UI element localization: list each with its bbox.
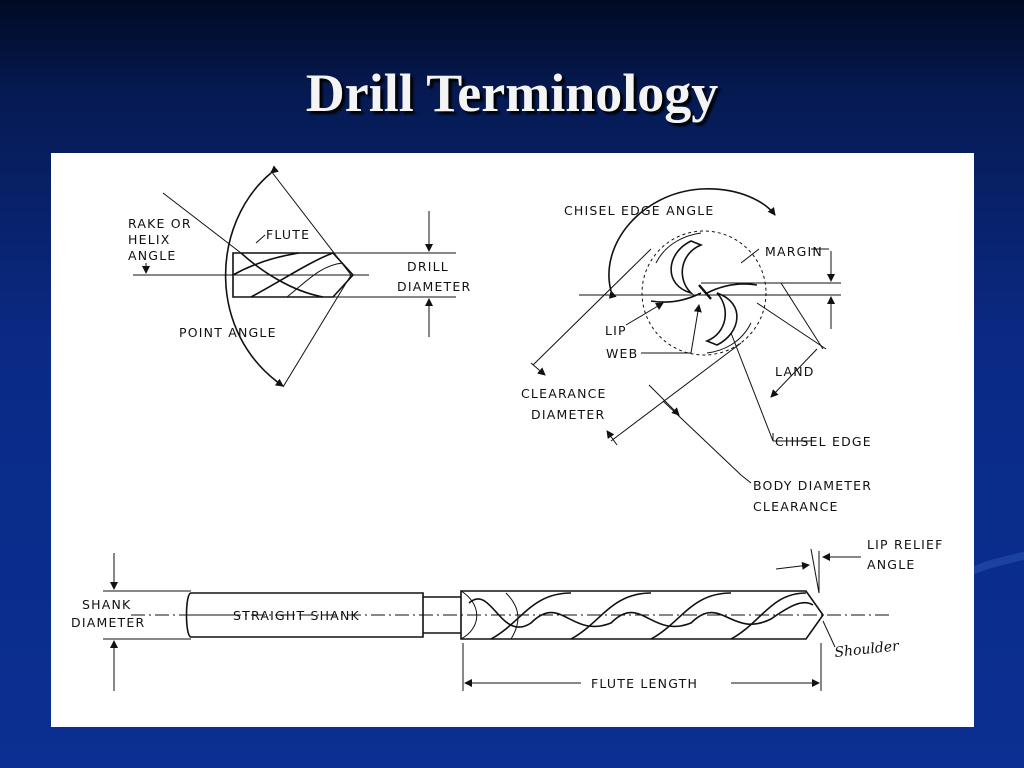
- shoulder-label: Shoulder: [834, 638, 901, 661]
- body-diameter-clearance-label-2: CLEARANCE: [753, 499, 839, 514]
- slide-title: Drill Terminology: [305, 63, 719, 123]
- drill-diagram-panel: RAKE OR HELIX ANGLE FLUTE DRILL DIAMETER…: [51, 153, 974, 727]
- clearance-diameter-label-1: CLEARANCE: [521, 386, 607, 401]
- drill-diagram: RAKE OR HELIX ANGLE FLUTE DRILL DIAMETER…: [71, 165, 943, 691]
- chisel-edge-angle-label: CHISEL EDGE ANGLE: [564, 203, 715, 218]
- margin-label: MARGIN: [765, 244, 823, 259]
- rake-angle-label-1: RAKE OR: [128, 216, 192, 231]
- drill-diameter-label-1: DRILL: [407, 259, 449, 274]
- shank-diameter-label-2: DIAMETER: [71, 615, 145, 630]
- lip-relief-angle-label-1: LIP RELIEF: [867, 537, 943, 552]
- chisel-edge-angle-arc: [608, 188, 776, 299]
- rake-angle-label-2: HELIX: [128, 232, 171, 247]
- drill-diameter-label-2: DIAMETER: [397, 279, 471, 294]
- lip-label: LIP: [605, 323, 627, 338]
- full-drill-view: [131, 590, 891, 640]
- flute-length-label: FLUTE LENGTH: [591, 676, 698, 691]
- body-diameter-clearance-label-1: BODY DIAMETER: [753, 478, 872, 493]
- lip-relief-angle-label-2: ANGLE: [867, 557, 915, 572]
- chisel-edge-label: CHISEL EDGE: [775, 434, 872, 449]
- web-label: WEB: [606, 346, 638, 361]
- land-label: LAND: [775, 364, 815, 379]
- drill-end-view: [641, 230, 767, 356]
- shank-diameter-label-1: SHANK: [82, 597, 131, 612]
- straight-shank-label: STRAIGHT SHANK: [233, 608, 360, 623]
- point-angle-arc: [224, 165, 284, 387]
- point-angle-label: POINT ANGLE: [179, 325, 277, 340]
- rake-angle-label-3: ANGLE: [128, 248, 176, 263]
- clearance-diameter-label-2: DIAMETER: [531, 407, 605, 422]
- flute-label: FLUTE: [266, 227, 310, 242]
